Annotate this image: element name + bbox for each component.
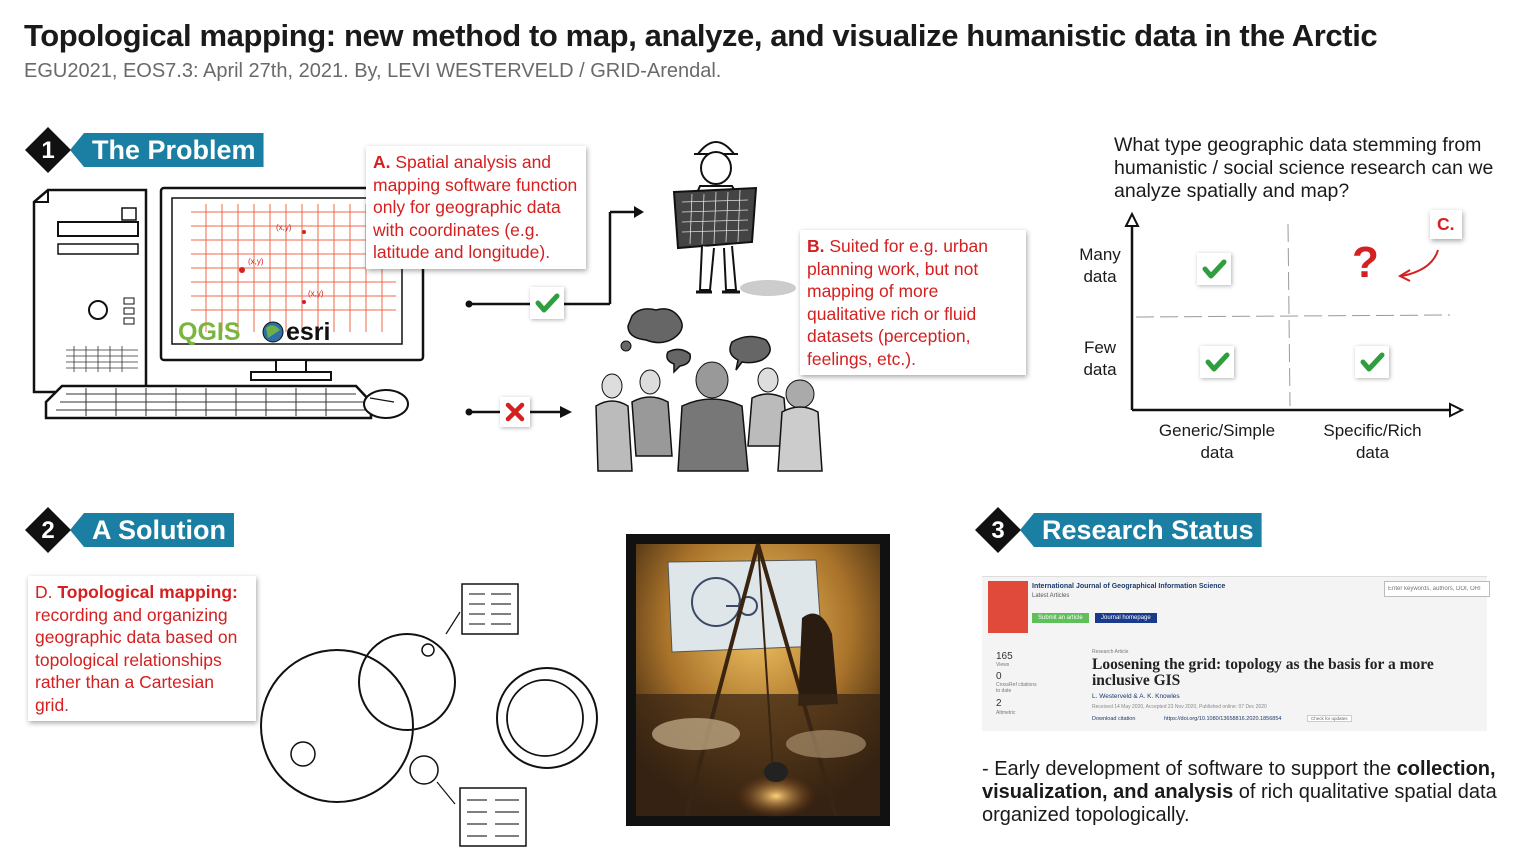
svg-text:1: 1	[41, 137, 54, 164]
x-label-specific: Specific/Rich data	[1323, 421, 1422, 462]
check-icon	[530, 287, 564, 319]
section-3-number-badge: 3	[975, 507, 1021, 553]
topology-circles-diagram	[260, 583, 598, 847]
section-1-title: The Problem	[70, 133, 264, 167]
person-with-map-illustration	[672, 141, 796, 296]
svg-text:(x,y): (x,y)	[308, 289, 324, 298]
question-mark-icon: ?	[1352, 238, 1379, 287]
article-type: Research Article	[1092, 649, 1129, 655]
computer-illustration: (x,y) (x,y) (x,y) QGIS esri	[32, 186, 425, 420]
journal-cover-icon	[988, 581, 1028, 633]
section-2-number-badge: 2	[25, 507, 71, 553]
journal-sub: Latest Articles	[1032, 593, 1070, 599]
download-citation-link[interactable]: Download citation	[1092, 716, 1136, 722]
check-icon-few-generic	[1200, 346, 1234, 378]
note-b: B. Suited for e.g. urban planning work, …	[800, 230, 1026, 375]
metric-citations-label: CrossRef citations to date	[996, 682, 1037, 694]
article-title[interactable]: Loosening the grid: topology as the basi…	[1092, 656, 1434, 689]
section-1-number-badge: 1	[25, 127, 71, 173]
metric-views-label: Views	[996, 662, 1010, 668]
research-status-text: - Early development of software to suppo…	[982, 758, 1497, 826]
metric-altmetric-label: Altmetric	[996, 710, 1016, 716]
article-authors[interactable]: L. Westerveld & A. K. Knowles	[1092, 693, 1180, 700]
submit-article-button[interactable]: Submit an article	[1032, 613, 1089, 623]
cross-icon	[500, 397, 530, 427]
page-subtitle: EGU2021, EOS7.3: April 27th, 2021. By, L…	[24, 60, 722, 82]
section-2-title: A Solution	[70, 513, 234, 547]
check-icon-few-specific	[1355, 346, 1389, 378]
article-dates: Received 14 May 2020, Accepted 23 Nov 20…	[1092, 704, 1267, 710]
svg-text:(x,y): (x,y)	[276, 223, 292, 232]
journal-name-link[interactable]: International Journal of Geographical In…	[1032, 583, 1226, 590]
metric-altmetric-value: 2	[996, 698, 1002, 709]
section-3-title: Research Status	[1020, 513, 1262, 547]
check-updates-button[interactable]: Check for updates	[1307, 715, 1352, 722]
esri-logo: esri	[286, 318, 330, 346]
quadrant-axes	[1124, 211, 1465, 418]
group-discussion-illustration	[595, 308, 823, 472]
document-icon-top	[461, 583, 519, 635]
metric-views-value: 165	[996, 651, 1013, 662]
note-c: C.	[1430, 210, 1462, 239]
svg-text:3: 3	[991, 517, 1004, 544]
check-icon-many-generic	[1197, 253, 1231, 285]
qgis-logo: QGIS	[178, 318, 241, 346]
y-label-many: Many data	[1079, 245, 1121, 286]
svg-text:(x,y): (x,y)	[248, 257, 264, 266]
y-label-few: Few data	[1083, 338, 1117, 379]
journal-search-input[interactable]	[1384, 581, 1490, 597]
x-label-generic: Generic/Simple data	[1158, 421, 1276, 462]
page-title: Topological mapping: new method to map, …	[24, 18, 1378, 53]
tent-workshop-photo	[626, 534, 890, 826]
journal-homepage-button[interactable]: Journal homepage	[1095, 613, 1157, 623]
note-a: A. Spatial analysis and mapping software…	[366, 146, 586, 269]
journal-article-screenshot: International Journal of Geographical In…	[982, 576, 1490, 731]
quadrant-question: What type geographic data stemming from …	[1114, 134, 1494, 202]
document-icon-bottom	[459, 787, 527, 847]
metric-citations-value: 0	[996, 671, 1002, 682]
note-d: D. Topological mapping: recording and or…	[28, 576, 256, 721]
doi-link[interactable]: https://doi.org/10.1080/13658816.2020.18…	[1164, 716, 1282, 722]
svg-text:2: 2	[41, 517, 54, 544]
